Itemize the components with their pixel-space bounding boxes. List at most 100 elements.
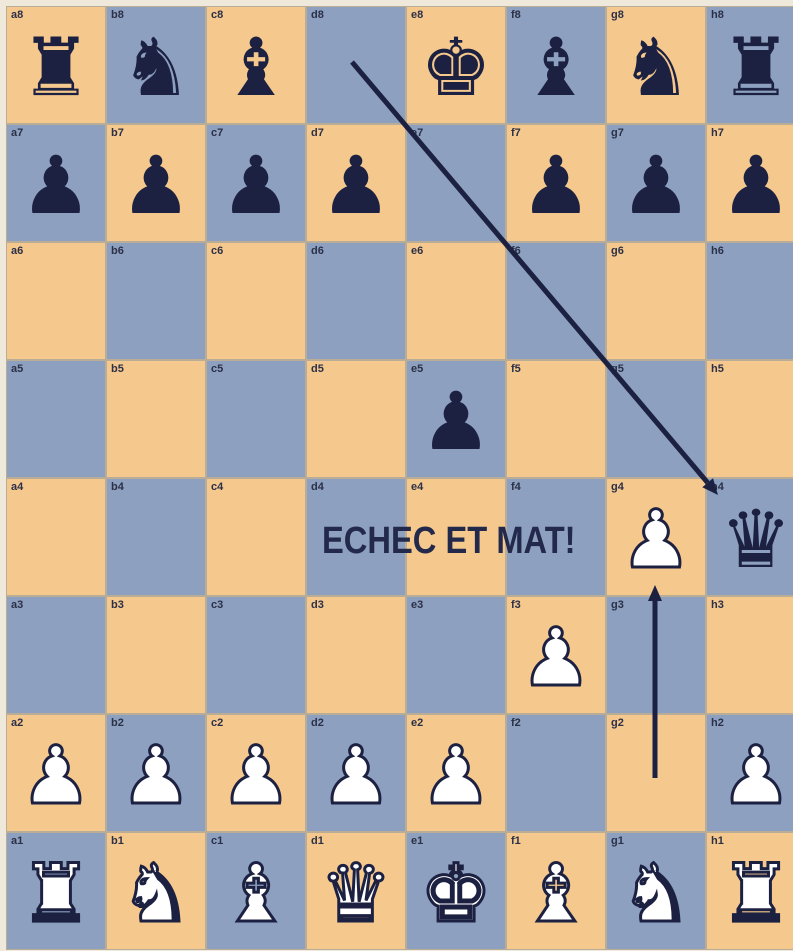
black-bishop-icon[interactable]: ♝ (207, 13, 305, 123)
square-e2[interactable]: e2♟ (406, 714, 506, 832)
square-h7[interactable]: h7♟ (706, 124, 793, 242)
square-label-f6: f6 (511, 245, 521, 257)
square-a7[interactable]: a7♟ (6, 124, 106, 242)
square-b8[interactable]: b8♞ (106, 6, 206, 124)
square-a5[interactable]: a5 (6, 360, 106, 478)
black-knight-icon[interactable]: ♞ (607, 13, 705, 123)
square-h2[interactable]: h2♟ (706, 714, 793, 832)
square-e7[interactable]: e7 (406, 124, 506, 242)
black-knight-icon[interactable]: ♞ (107, 13, 205, 123)
square-b6[interactable]: b6 (106, 242, 206, 360)
black-bishop-icon[interactable]: ♝ (507, 13, 605, 123)
black-pawn-icon[interactable]: ♟ (107, 131, 205, 241)
square-d6[interactable]: d6 (306, 242, 406, 360)
square-d8[interactable]: d8 (306, 6, 406, 124)
square-b7[interactable]: b7♟ (106, 124, 206, 242)
square-e3[interactable]: e3 (406, 596, 506, 714)
white-bishop-icon[interactable]: ♝ (507, 839, 605, 949)
square-g8[interactable]: g8♞ (606, 6, 706, 124)
black-pawn-icon[interactable]: ♟ (7, 131, 105, 241)
white-pawn-icon[interactable]: ♟ (607, 485, 705, 595)
square-g7[interactable]: g7♟ (606, 124, 706, 242)
square-f3[interactable]: f3♟ (506, 596, 606, 714)
square-c1[interactable]: c1♝ (206, 832, 306, 950)
white-pawn-icon[interactable]: ♟ (407, 721, 505, 831)
black-pawn-icon[interactable]: ♟ (207, 131, 305, 241)
square-d3[interactable]: d3 (306, 596, 406, 714)
square-label-b6: b6 (111, 245, 124, 257)
black-pawn-icon[interactable]: ♟ (607, 131, 705, 241)
square-b1[interactable]: b1♞ (106, 832, 206, 950)
white-pawn-icon[interactable]: ♟ (507, 603, 605, 713)
square-h1[interactable]: h1♜ (706, 832, 793, 950)
square-a8[interactable]: a8♜ (6, 6, 106, 124)
black-queen-icon[interactable]: ♛ (707, 485, 793, 595)
square-a1[interactable]: a1♜ (6, 832, 106, 950)
square-g3[interactable]: g3 (606, 596, 706, 714)
square-e8[interactable]: e8♚ (406, 6, 506, 124)
square-e1[interactable]: e1♚ (406, 832, 506, 950)
white-rook-icon[interactable]: ♜ (7, 839, 105, 949)
square-d1[interactable]: d1♛ (306, 832, 406, 950)
square-h3[interactable]: h3 (706, 596, 793, 714)
white-pawn-icon[interactable]: ♟ (7, 721, 105, 831)
black-pawn-icon[interactable]: ♟ (707, 131, 793, 241)
square-c4[interactable]: c4 (206, 478, 306, 596)
square-g6[interactable]: g6 (606, 242, 706, 360)
square-a3[interactable]: a3 (6, 596, 106, 714)
square-label-d3: d3 (311, 599, 324, 611)
square-a6[interactable]: a6 (6, 242, 106, 360)
black-rook-icon[interactable]: ♜ (707, 13, 793, 123)
square-label-e7: e7 (411, 127, 423, 139)
white-pawn-icon[interactable]: ♟ (207, 721, 305, 831)
white-pawn-icon[interactable]: ♟ (107, 721, 205, 831)
square-c2[interactable]: c2♟ (206, 714, 306, 832)
square-f8[interactable]: f8♝ (506, 6, 606, 124)
square-a4[interactable]: a4 (6, 478, 106, 596)
square-h4[interactable]: h4♛ (706, 478, 793, 596)
square-b3[interactable]: b3 (106, 596, 206, 714)
white-knight-icon[interactable]: ♞ (607, 839, 705, 949)
white-king-icon[interactable]: ♚ (407, 839, 505, 949)
square-e6[interactable]: e6 (406, 242, 506, 360)
square-h5[interactable]: h5 (706, 360, 793, 478)
square-c6[interactable]: c6 (206, 242, 306, 360)
black-pawn-icon[interactable]: ♟ (307, 131, 405, 241)
square-b4[interactable]: b4 (106, 478, 206, 596)
square-d2[interactable]: d2♟ (306, 714, 406, 832)
square-f6[interactable]: f6 (506, 242, 606, 360)
square-h8[interactable]: h8♜ (706, 6, 793, 124)
square-e5[interactable]: e5♟ (406, 360, 506, 478)
square-g1[interactable]: g1♞ (606, 832, 706, 950)
square-f5[interactable]: f5 (506, 360, 606, 478)
square-g2[interactable]: g2 (606, 714, 706, 832)
white-knight-icon[interactable]: ♞ (107, 839, 205, 949)
black-rook-icon[interactable]: ♜ (7, 13, 105, 123)
square-f7[interactable]: f7♟ (506, 124, 606, 242)
square-f1[interactable]: f1♝ (506, 832, 606, 950)
square-c7[interactable]: c7♟ (206, 124, 306, 242)
square-c5[interactable]: c5 (206, 360, 306, 478)
square-label-a6: a6 (11, 245, 23, 257)
white-pawn-icon[interactable]: ♟ (307, 721, 405, 831)
square-a2[interactable]: a2♟ (6, 714, 106, 832)
square-d5[interactable]: d5 (306, 360, 406, 478)
square-g5[interactable]: g5 (606, 360, 706, 478)
black-king-icon[interactable]: ♚ (407, 13, 505, 123)
black-pawn-icon[interactable]: ♟ (407, 367, 505, 477)
square-g4[interactable]: g4♟ (606, 478, 706, 596)
square-h6[interactable]: h6 (706, 242, 793, 360)
square-c3[interactable]: c3 (206, 596, 306, 714)
black-pawn-icon[interactable]: ♟ (507, 131, 605, 241)
square-d7[interactable]: d7♟ (306, 124, 406, 242)
square-c8[interactable]: c8♝ (206, 6, 306, 124)
white-rook-icon[interactable]: ♜ (707, 839, 793, 949)
square-label-f4: f4 (511, 481, 521, 493)
white-queen-icon[interactable]: ♛ (307, 839, 405, 949)
white-bishop-icon[interactable]: ♝ (207, 839, 305, 949)
square-b2[interactable]: b2♟ (106, 714, 206, 832)
square-b5[interactable]: b5 (106, 360, 206, 478)
chess-board: a8♜b8♞c8♝d8e8♚f8♝g8♞h8♜ a7♟b7♟c7♟d7♟ e7 f7♟… (6, 6, 793, 950)
square-f2[interactable]: f2 (506, 714, 606, 832)
white-pawn-icon[interactable]: ♟ (707, 721, 793, 831)
